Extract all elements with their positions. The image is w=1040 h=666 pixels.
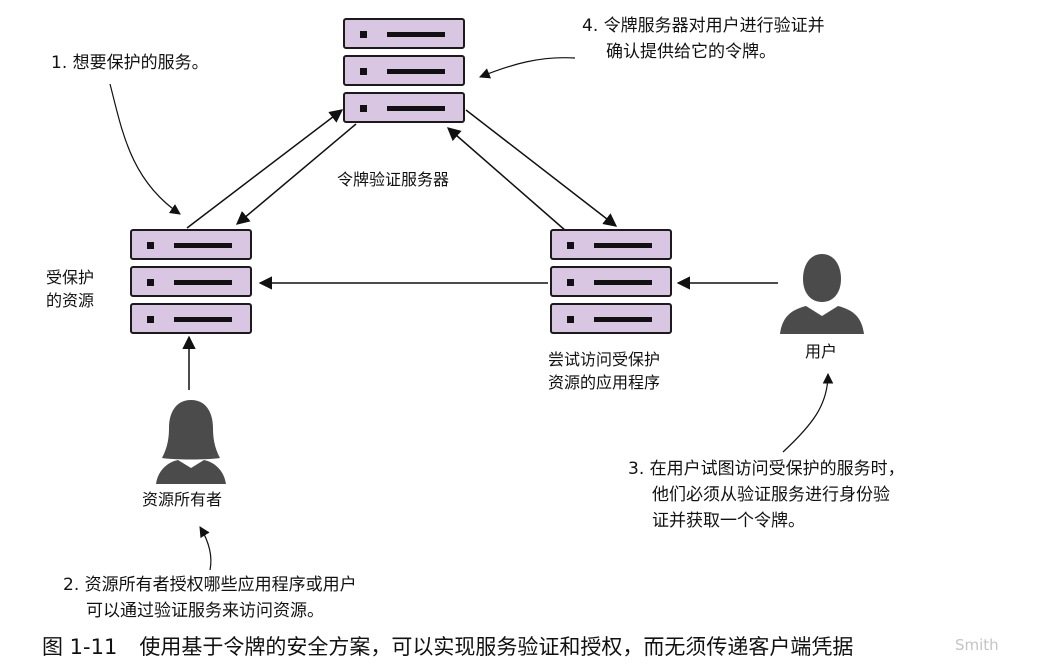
- token-server-icon: [343, 18, 465, 123]
- server-unit: [130, 303, 252, 334]
- annotation-step3-line1: 3. 在用户试图访问受保护的服务时，: [628, 459, 905, 479]
- arrow-token-server-to-resource: [235, 123, 357, 225]
- user-icon: [780, 254, 864, 334]
- figure-caption-text: 使用基于令牌的安全方案，可以实现服务验证和授权，而无须传递客户端凭据: [139, 635, 854, 659]
- client-app-label-line2: 资源的应用程序: [548, 373, 661, 392]
- server-unit: [550, 266, 672, 297]
- annotation-step2-line2: 可以通过验证服务来访问资源。: [86, 601, 324, 621]
- server-unit: [343, 92, 465, 123]
- arrow-token-server-to-client: [465, 109, 618, 227]
- protected-resource-label-line2: 的资源: [46, 291, 95, 310]
- annotation-step3-line3: 证并获取一个令牌。: [652, 511, 805, 531]
- figure-caption: 图 1-11 使用基于令牌的安全方案，可以实现服务验证和授权，而无须传递客户端凭据: [42, 632, 853, 662]
- server-unit: [343, 18, 465, 49]
- watermark: Smith: [955, 636, 999, 654]
- protected-resource-label-line1: 受保护: [46, 268, 95, 287]
- arrow-client-to-token-server: [446, 127, 567, 232]
- server-unit: [550, 303, 672, 334]
- callout-step2: [199, 526, 212, 571]
- callout-step4: [478, 57, 576, 79]
- resource-owner-label: 资源所有者: [142, 490, 223, 509]
- annotation-step1: 1. 想要保护的服务。: [51, 53, 209, 73]
- protected-resource-server-icon: [130, 229, 252, 334]
- annotation-step3-line2: 他们必须从验证服务进行身份验: [652, 485, 890, 505]
- server-unit: [130, 229, 252, 260]
- callout-step1: [109, 83, 181, 215]
- annotation-step4-line2: 确认提供给它的令牌。: [606, 42, 776, 62]
- arrow-resource-to-token-server: [186, 109, 344, 229]
- annotation-step2-line1: 2. 资源所有者授权哪些应用程序或用户: [63, 575, 357, 595]
- user-label: 用户: [805, 342, 838, 361]
- client-app-server-icon: [550, 229, 672, 334]
- figure-number: 图 1-11: [42, 635, 118, 659]
- annotation-step4-line1: 4. 令牌服务器对用户进行验证并: [582, 16, 825, 36]
- token-server-label: 令牌验证服务器: [337, 170, 450, 189]
- callout-step3: [782, 372, 834, 453]
- server-unit: [130, 266, 252, 297]
- resource-owner-icon: [156, 400, 226, 484]
- server-unit: [550, 229, 672, 260]
- server-unit: [343, 55, 465, 86]
- client-app-label-line1: 尝试访问受保护: [548, 350, 661, 369]
